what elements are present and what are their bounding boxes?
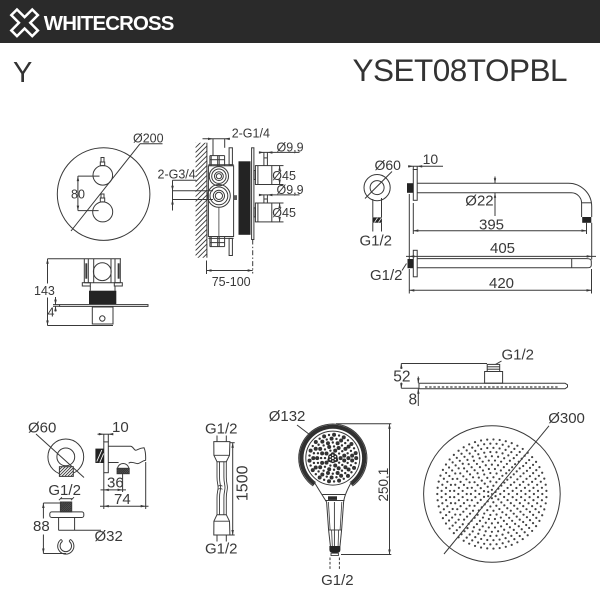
svg-text:1500: 1500 bbox=[235, 465, 252, 501]
svg-text:Ø60: Ø60 bbox=[375, 157, 402, 173]
svg-text:10: 10 bbox=[112, 419, 129, 436]
svg-text:Ø32: Ø32 bbox=[95, 528, 123, 545]
svg-text:143: 143 bbox=[34, 284, 55, 298]
svg-text:80: 80 bbox=[71, 187, 85, 201]
svg-text:Ø22: Ø22 bbox=[465, 192, 493, 209]
svg-text:G1/2: G1/2 bbox=[205, 421, 238, 438]
svg-text:75-100: 75-100 bbox=[212, 275, 251, 289]
svg-text:G1/2: G1/2 bbox=[370, 267, 403, 284]
svg-text:G1/2: G1/2 bbox=[205, 541, 238, 558]
svg-text:405: 405 bbox=[490, 240, 515, 257]
svg-text:Ø45: Ø45 bbox=[272, 206, 296, 220]
svg-text:Ø132: Ø132 bbox=[269, 408, 306, 425]
svg-text:88: 88 bbox=[33, 518, 50, 535]
svg-text:2-G1/4: 2-G1/4 bbox=[232, 126, 270, 140]
svg-text:250,1: 250,1 bbox=[376, 468, 391, 502]
svg-text:2-G3/4: 2-G3/4 bbox=[158, 167, 196, 181]
svg-text:Ø9,9: Ø9,9 bbox=[277, 141, 304, 155]
svg-text:36: 36 bbox=[107, 475, 124, 492]
svg-text:YSET08TOPBL: YSET08TOPBL bbox=[352, 52, 567, 88]
svg-text:10: 10 bbox=[423, 151, 439, 167]
svg-text:Y: Y bbox=[13, 57, 32, 89]
svg-text:G1/2: G1/2 bbox=[360, 232, 393, 249]
svg-text:395: 395 bbox=[479, 217, 504, 234]
svg-text:Ø200: Ø200 bbox=[133, 132, 164, 146]
svg-text:8: 8 bbox=[409, 392, 418, 409]
svg-text:G1/2: G1/2 bbox=[48, 482, 81, 499]
svg-text:52: 52 bbox=[393, 369, 410, 386]
svg-text:4: 4 bbox=[48, 306, 55, 320]
svg-text:Ø300: Ø300 bbox=[548, 410, 585, 427]
svg-text:G1/2: G1/2 bbox=[502, 347, 535, 364]
svg-text:Ø45: Ø45 bbox=[272, 169, 296, 183]
svg-text:Ø60: Ø60 bbox=[28, 420, 56, 437]
svg-text:74: 74 bbox=[114, 491, 131, 508]
svg-text:G1/2: G1/2 bbox=[321, 572, 354, 589]
svg-text:Ø9,9: Ø9,9 bbox=[277, 183, 304, 197]
svg-text:420: 420 bbox=[489, 275, 514, 292]
svg-text:WHITECROSS: WHITECROSS bbox=[44, 13, 174, 35]
